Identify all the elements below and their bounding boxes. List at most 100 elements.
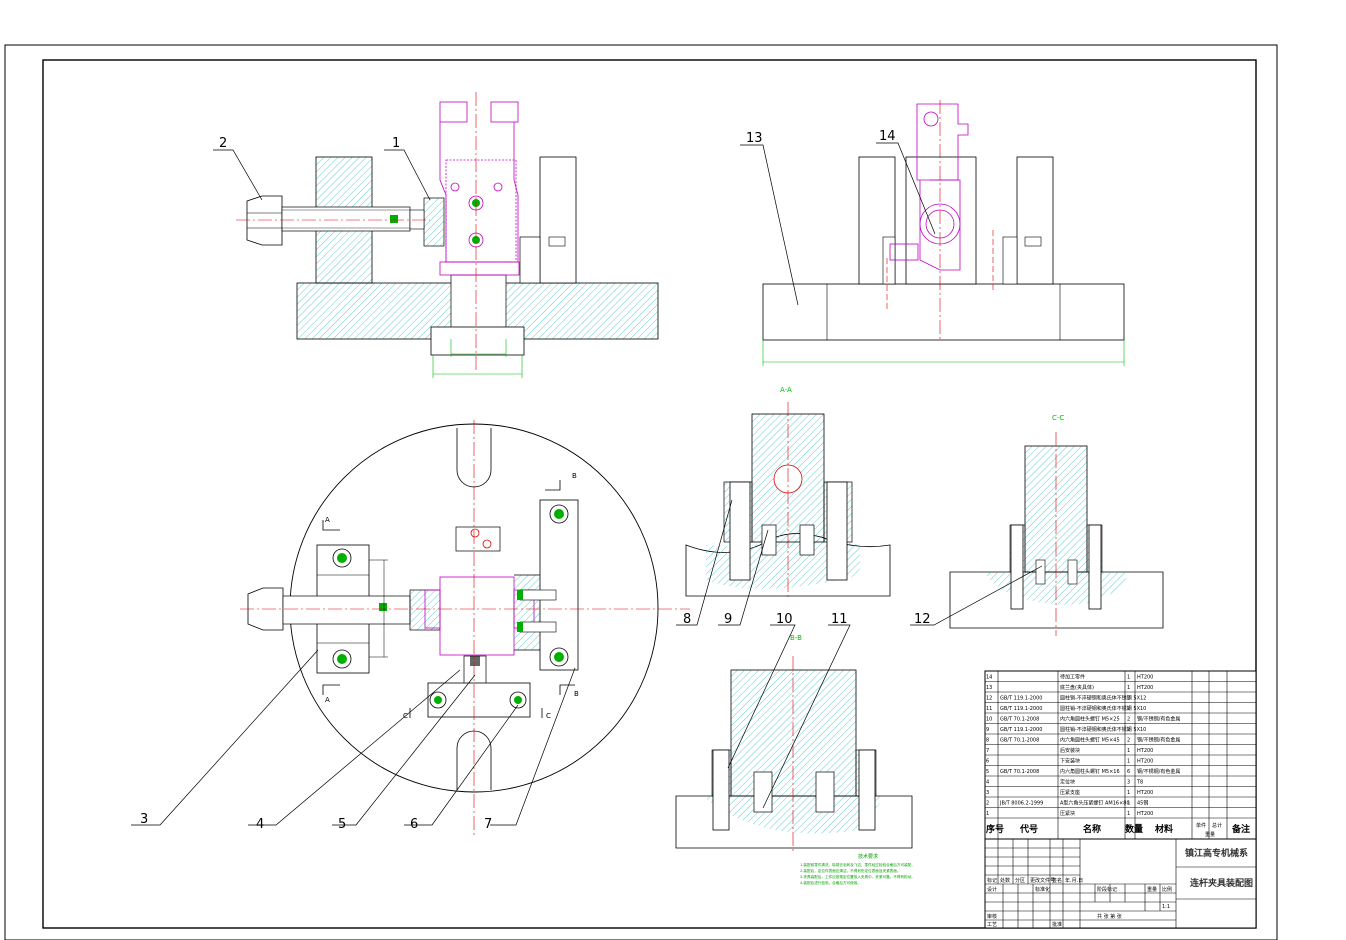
bom-cell-material: 钢/不锈钢/有色金属 xyxy=(1137,716,1180,723)
bom-cell-code: GB/T 119.1-2000 xyxy=(1000,696,1042,702)
bom-cell-name: 压紧块 xyxy=(1060,810,1075,817)
bom-cell-qty: 2 xyxy=(1127,738,1130,744)
bom-cell-name: 内六角圆柱头螺钉 M5×25 xyxy=(1060,716,1120,723)
tb-label-zone: 分区 xyxy=(1015,877,1025,884)
bom-cell-qty: 1 xyxy=(1127,759,1130,765)
bom-cell-material: HT200 xyxy=(1137,675,1153,681)
section-b-title: B-B xyxy=(790,634,802,642)
view-letter-b-top: B xyxy=(572,472,577,480)
section-c xyxy=(949,432,1164,636)
callout-6: 6 xyxy=(410,817,418,832)
bom-cell-material: 钢/不锈钢/有色金属 xyxy=(1137,737,1180,744)
tb-label-date: 年.月.日 xyxy=(1065,877,1083,884)
bom-cell-no: 1 xyxy=(986,811,989,817)
bom-cell-name: 下安装块 xyxy=(1060,758,1080,765)
notes-title: 技术要求 xyxy=(858,853,878,860)
bom-cell-no: 14 xyxy=(986,675,992,681)
bom-header-material: 材料 xyxy=(1154,823,1173,835)
callout-2: 2 xyxy=(219,136,227,151)
bom-cell-qty: 1 xyxy=(1127,811,1130,817)
bom-header-remarks: 备注 xyxy=(1231,823,1250,835)
bom-cell-qty: 2 xyxy=(1127,696,1130,702)
bom-cell-name: 定位块 xyxy=(1060,779,1075,786)
bom-cell-qty: 1 xyxy=(1127,675,1130,681)
bom-cell-no: 9 xyxy=(986,727,989,733)
section-b xyxy=(675,656,913,852)
bom-header-code: 代号 xyxy=(1019,823,1038,835)
section-c-title: C-C xyxy=(1052,414,1064,422)
tb-label-count: 处数 xyxy=(1000,877,1010,884)
bom-cell-no: 4 xyxy=(986,780,989,786)
bom-cell-material: HT200 xyxy=(1137,811,1153,817)
view-letter-a-bottom: A xyxy=(325,696,330,704)
bom-cell-material: T8 xyxy=(1136,780,1143,786)
bom-cell-code: GB/T 70.1-2008 xyxy=(1000,717,1039,723)
bom-cell-no: 5 xyxy=(986,769,989,775)
bom-header-total: 总计 xyxy=(1212,822,1222,829)
bom-cell-no: 7 xyxy=(986,748,989,754)
bom-cell-qty: 1 xyxy=(1127,790,1130,796)
outer-border xyxy=(4,44,1278,940)
callout-8: 8 xyxy=(683,612,691,627)
bom-cell-name: 内六角圆柱头螺钉 M5×16 xyxy=(1060,768,1120,775)
leader-lines xyxy=(131,142,1043,826)
callout-12: 12 xyxy=(914,612,931,627)
bom-cell-qty: 1 xyxy=(1127,685,1130,691)
tb-label-change-doc: 更改文件号 xyxy=(1030,877,1055,884)
callout-7: 7 xyxy=(484,817,492,832)
tb-drawing-title: 连杆夹具装配图 xyxy=(1190,877,1253,889)
note-line-3: 3.夹具装配后，工件应按规定位置放入夹具中，夹紧可靠，不得有松动。 xyxy=(800,874,915,879)
bom-cell-material: HT200 xyxy=(1137,790,1153,796)
tb-label-weight: 重量 xyxy=(1147,886,1157,893)
tb-label-design: 设计 xyxy=(987,886,997,893)
bom-cell-name: 内六角圆柱头螺钉 M5×45 xyxy=(1060,737,1120,744)
bom-cell-name: 压紧支座 xyxy=(1060,789,1080,796)
section-a-title: A-A xyxy=(780,386,792,394)
tb-label-review: 审核 xyxy=(987,913,997,920)
bom-cell-code: GB/T 119.1-2000 xyxy=(1000,727,1042,733)
bom-cell-name: 待加工零件 xyxy=(1060,674,1085,681)
bom-cell-no: 10 xyxy=(986,717,992,723)
bom-header-unit: 单件 xyxy=(1196,822,1206,829)
callout-14: 14 xyxy=(879,129,896,144)
technical-notes: 技术要求 1.装配前零件清洗，除锈去毛刺及飞边，零件经过检验合格后方可装配。 2… xyxy=(800,853,915,885)
bom-cell-no: 8 xyxy=(986,738,989,744)
callout-9: 9 xyxy=(724,612,732,627)
callout-10: 10 xyxy=(776,612,793,627)
tb-label-stage: 阶段标记 xyxy=(1097,886,1117,893)
bom-cell-no: 11 xyxy=(986,706,992,712)
callout-5: 5 xyxy=(338,817,346,832)
bom-cell-qty: 1 xyxy=(1127,801,1130,807)
inner-frame xyxy=(42,59,1257,929)
bom-cell-qty: 2 xyxy=(1127,727,1130,733)
tb-label-standardize: 标准化 xyxy=(1035,886,1050,893)
bom-cell-no: 2 xyxy=(986,801,989,807)
bom-cell-name: 底兰盘(夹具体) xyxy=(1060,684,1094,691)
tb-label-approve: 批准 xyxy=(1052,921,1062,928)
callout-labels: 1 2 3 4 5 6 7 8 9 10 11 12 13 14 xyxy=(140,129,931,832)
title-block: 标记 处数 分区 更改文件号 签名 年.月.日 设计 标准化 阶段标记 重量 比… xyxy=(984,838,1257,929)
tb-label-scale: 比例 xyxy=(1162,886,1172,893)
bom-cell-name: 圆柱销-不淬硬钢和奥氏体不锈钢 5X10 xyxy=(1060,705,1146,712)
view-letter-b-bottom: B xyxy=(574,690,579,698)
bom-cell-material: HT200 xyxy=(1137,748,1153,754)
view-letter-c-right: C xyxy=(546,712,551,720)
tb-label-process: 工艺 xyxy=(987,922,997,928)
bom-cell-no: 3 xyxy=(986,790,989,796)
bom-cell-name: 圆柱销-不淬硬钢和奥氏体不锈钢 5X12 xyxy=(1060,695,1146,702)
tb-school: 镇江高专机械系 xyxy=(1185,847,1248,859)
bom-cell-no: 12 xyxy=(986,696,992,702)
bom-cell-qty: 2 xyxy=(1127,706,1130,712)
note-line-4: 4.装配后进行检验，合格后方可使用。 xyxy=(800,880,861,885)
bom-cell-material: 钢/不锈钢/有色金属 xyxy=(1137,768,1180,775)
view-letter-c-left: C xyxy=(403,712,408,720)
callout-13: 13 xyxy=(746,131,763,146)
bom-cell-code: GB/T 70.1-2008 xyxy=(1000,769,1039,775)
bom-cell-material: HT200 xyxy=(1137,759,1153,765)
bom-header-no: 序号 xyxy=(986,823,1004,835)
bom-cell-code: GB/T 70.1-2008 xyxy=(1000,738,1039,744)
bom-cell-qty: 1 xyxy=(1127,748,1130,754)
view-letter-a-top: A xyxy=(325,516,330,524)
